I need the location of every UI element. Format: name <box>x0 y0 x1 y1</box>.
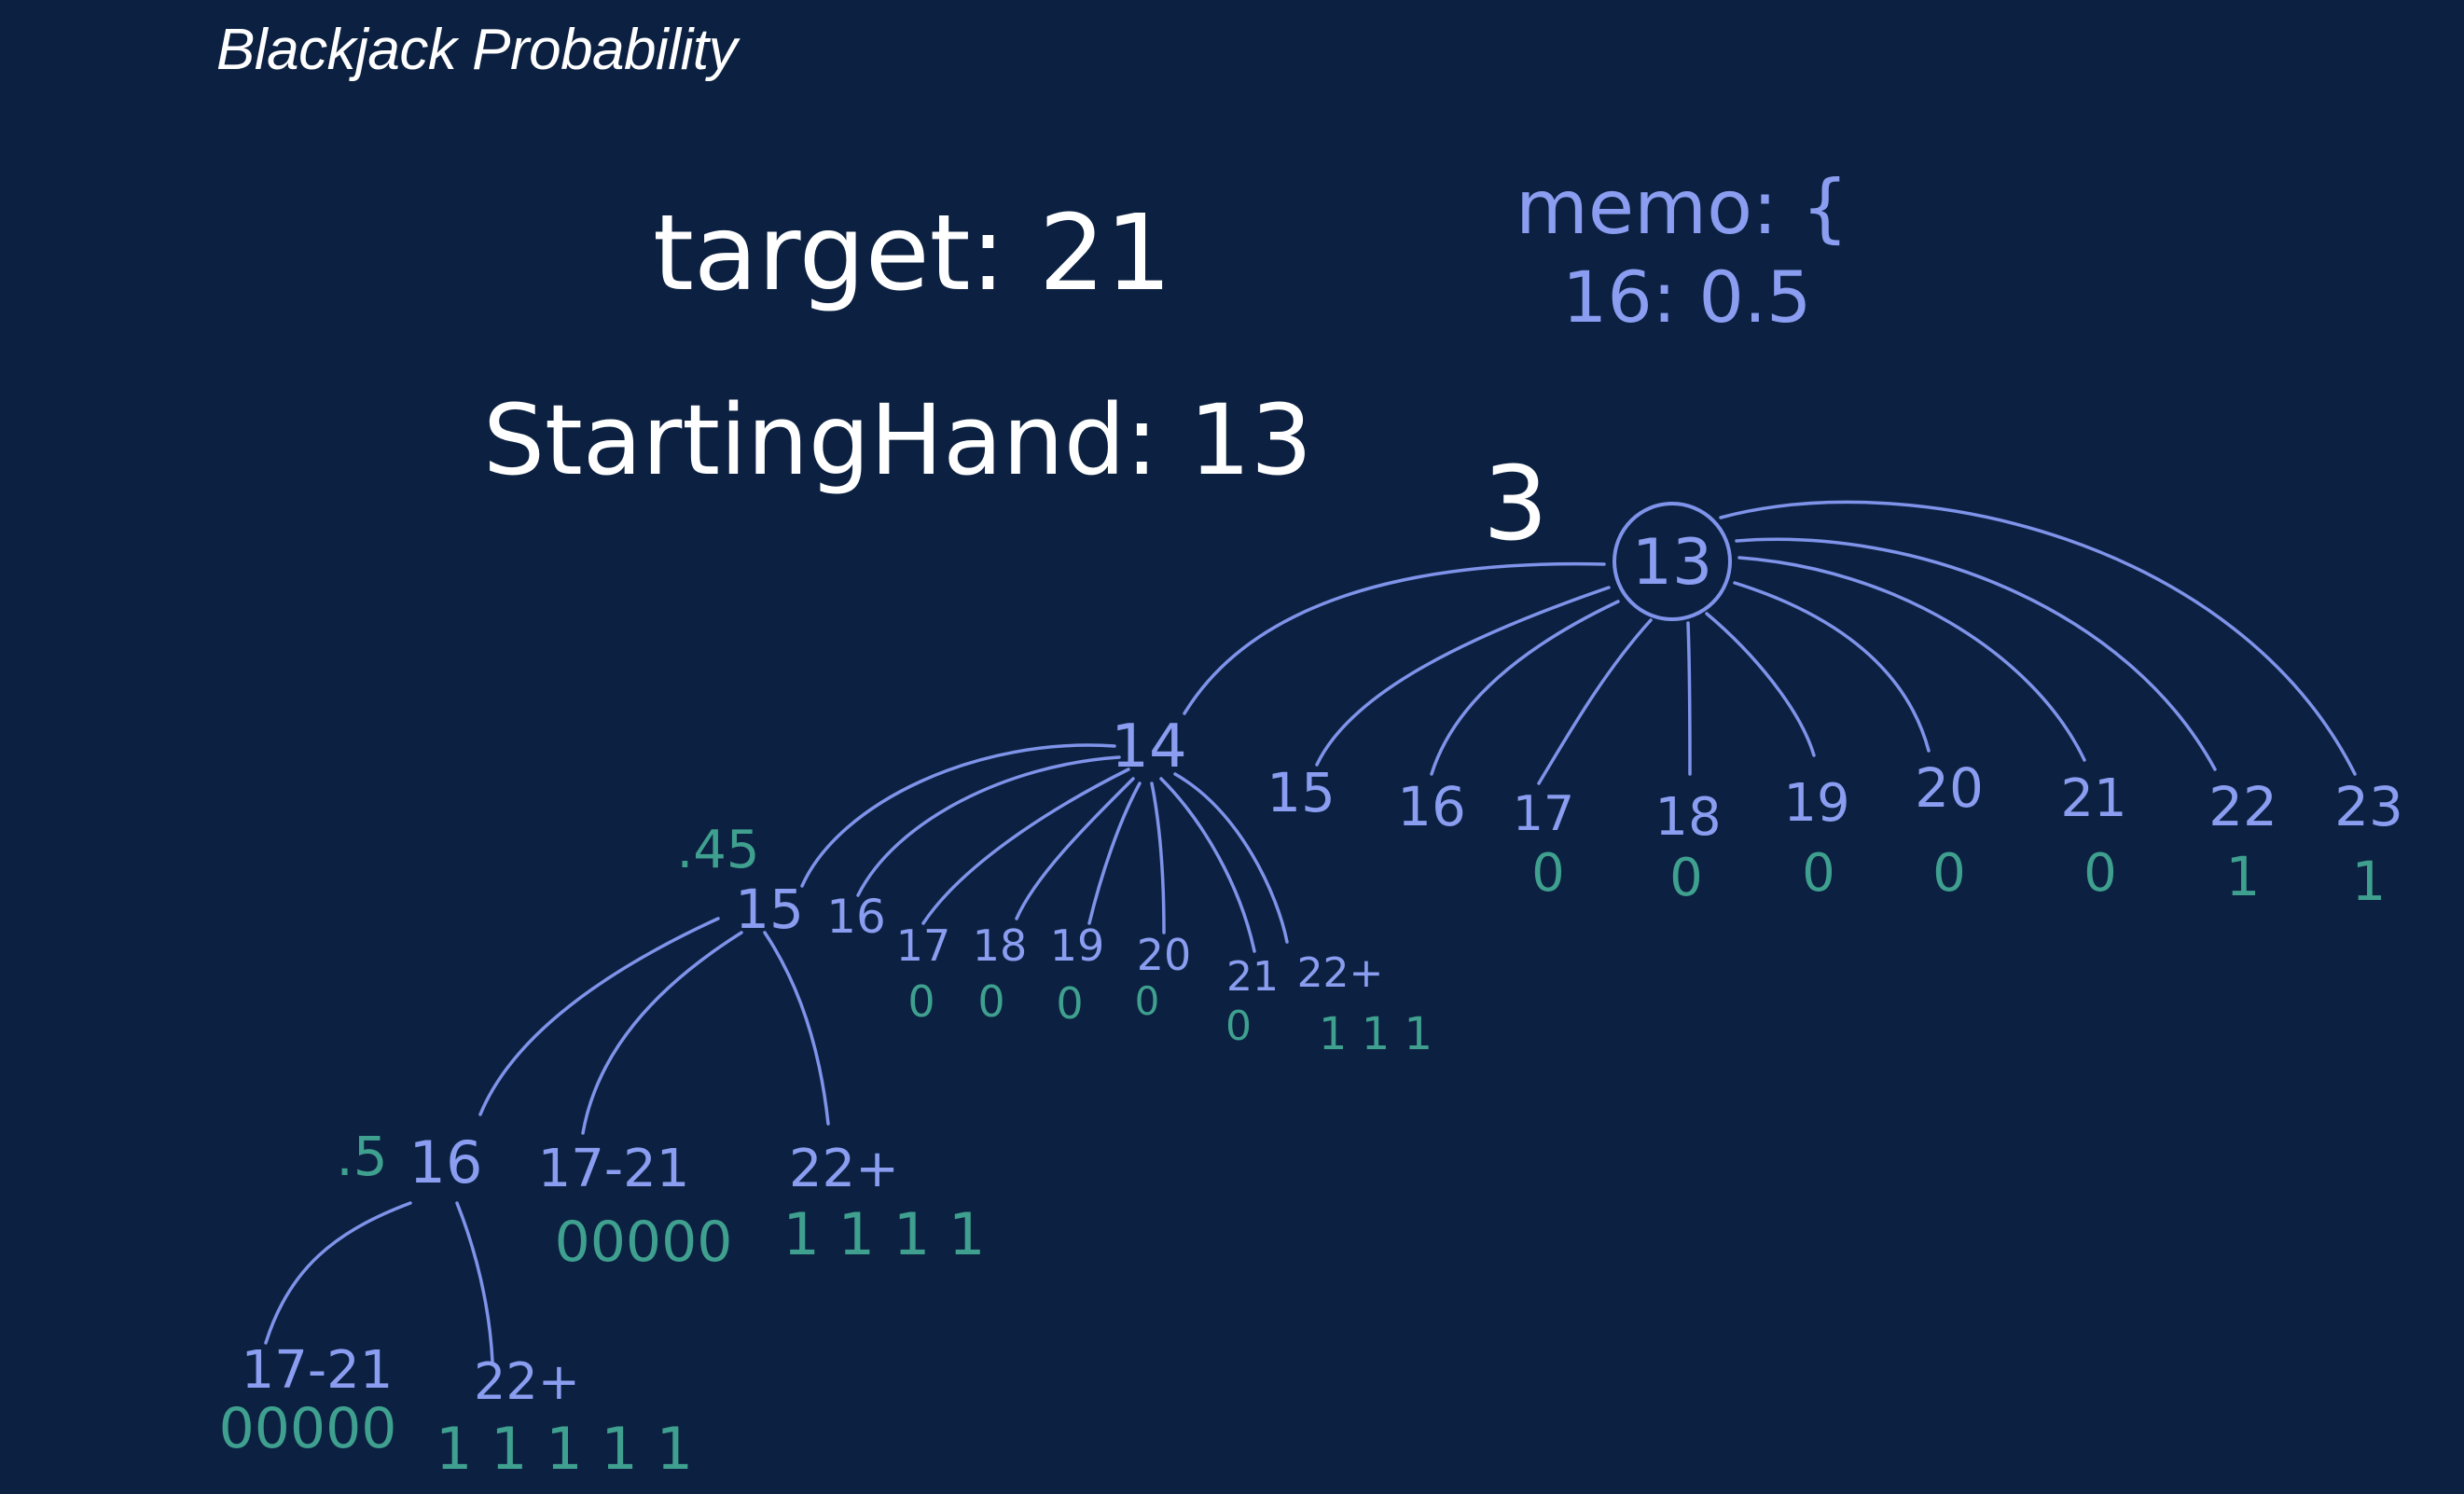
node14-edges <box>800 743 1289 953</box>
leaf-value-14-22plus: 1 1 1 <box>1319 1008 1433 1060</box>
memo-heading: memo: { <box>1516 164 1848 251</box>
node-label-16-17-21: 17-21 <box>242 1340 394 1401</box>
leaf-value-15-22plus: 1 1 1 1 <box>783 1200 986 1268</box>
leaf-value-14-19: 0 <box>1056 978 1083 1029</box>
leaf-value-21: 0 <box>2083 843 2117 904</box>
node16-children: 17-21 22+ 00000 1 1 1 1 1 <box>219 1340 693 1483</box>
root-node: 13 3 <box>1483 444 1732 621</box>
root-node-label: 13 <box>1632 526 1713 600</box>
node-label-15-16: 16 <box>409 1128 483 1197</box>
leaf-value-16-22plus: 1 1 1 1 1 <box>436 1415 693 1483</box>
root-edges <box>1183 500 2357 785</box>
node-label-14-15: 15 <box>735 878 804 941</box>
node-label-14-18: 18 <box>973 920 1028 971</box>
node-label-19: 19 <box>1783 773 1849 834</box>
node-label-14-19: 19 <box>1050 920 1105 971</box>
leaf-value-14-17: 0 <box>907 976 934 1027</box>
node16-edges <box>264 1201 494 1363</box>
node-label-15-17-21: 17-21 <box>538 1139 690 1199</box>
node-label-22: 22 <box>2208 775 2277 838</box>
leaf-value-15-17-21: 00000 <box>555 1210 733 1275</box>
node-label-17: 17 <box>1513 786 1574 842</box>
node-label-20: 20 <box>1915 756 1984 820</box>
target-note: target: 21 <box>653 193 1171 314</box>
node-label-21: 21 <box>2060 768 2126 829</box>
node-label-15-22plus: 22+ <box>789 1139 899 1199</box>
leaf-value-19: 0 <box>1802 843 1835 904</box>
node16-annotation: .5 <box>336 1125 387 1188</box>
page-title: Blackjack Probability <box>216 18 738 82</box>
node-label-14: 14 <box>1111 712 1186 782</box>
root-children-values: 0 0 0 0 0 1 1 <box>1531 843 2386 913</box>
node15-annotation: .45 <box>676 820 759 880</box>
node15-children: .5 16 17-21 22+ 00000 1 1 1 1 <box>336 1125 985 1275</box>
leaf-value-14-18: 0 <box>977 976 1004 1027</box>
root-children: 14 15 16 17 18 19 20 21 22 23 <box>1111 712 2403 848</box>
node14-children: .45 15 16 17 18 19 20 21 22+ <box>676 820 1383 1001</box>
node-label-14-22plus: 22+ <box>1297 949 1384 997</box>
leaf-value-23: 1 <box>2352 850 2387 913</box>
node-label-16-22plus: 22+ <box>474 1352 580 1411</box>
node-label-15: 15 <box>1267 761 1336 824</box>
leaf-value-16-17-21: 00000 <box>219 1396 397 1461</box>
node-label-14-16: 16 <box>826 890 886 944</box>
starting-hand-note: StartingHand: 13 <box>483 383 1312 497</box>
node14-children-values: 0 0 0 0 0 1 1 1 <box>907 976 1433 1060</box>
leaf-value-17: 0 <box>1531 843 1565 904</box>
leaf-value-18: 0 <box>1669 848 1703 908</box>
leaf-value-22: 1 <box>2226 845 2261 908</box>
node-label-18: 18 <box>1654 787 1721 848</box>
leaf-value-14-20: 0 <box>1135 978 1160 1024</box>
memo-entry: 16: 0.5 <box>1562 256 1811 339</box>
node-label-14-17: 17 <box>896 920 951 971</box>
node-label-14-21: 21 <box>1226 953 1279 1001</box>
root-annotation: 3 <box>1483 444 1548 563</box>
node15-edges <box>478 917 830 1135</box>
leaf-value-14-21: 0 <box>1225 1003 1252 1050</box>
node-label-16: 16 <box>1397 775 1466 838</box>
node-label-14-20: 20 <box>1137 930 1192 980</box>
leaf-value-20: 0 <box>1932 843 1966 904</box>
node-label-23: 23 <box>2334 775 2403 838</box>
